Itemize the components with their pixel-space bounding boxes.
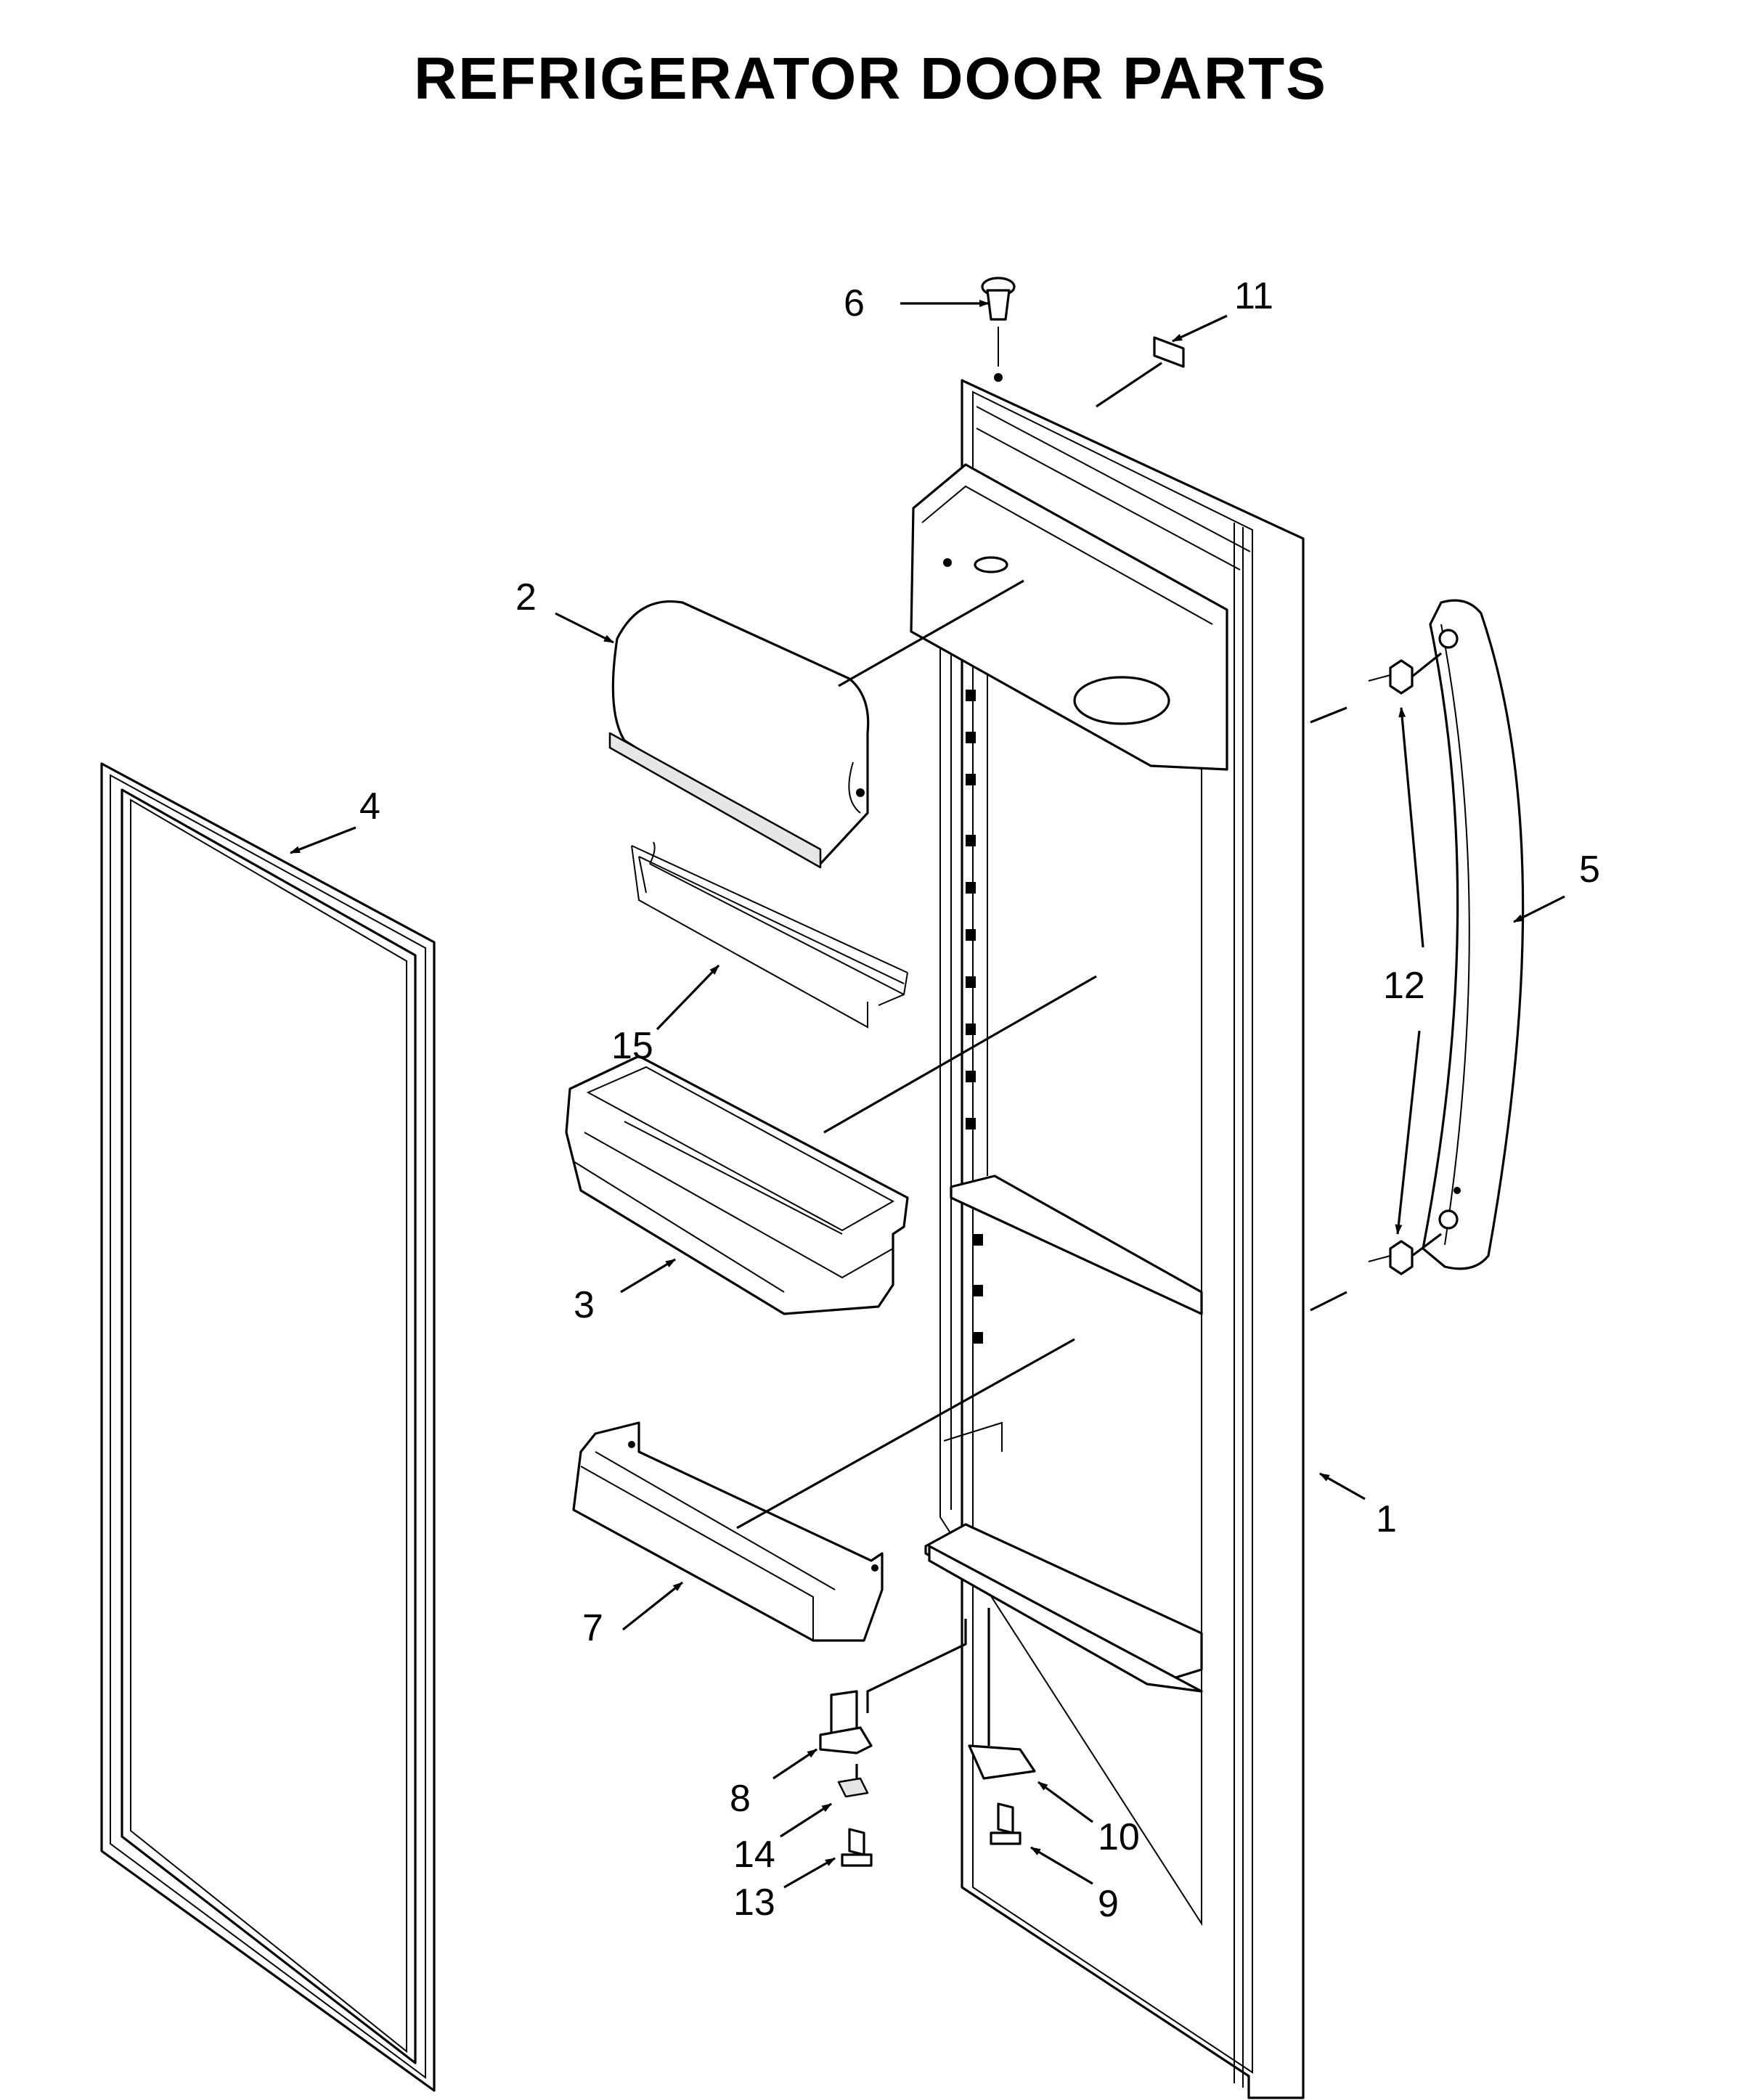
callout-2: 2 (515, 576, 537, 618)
callout-4: 4 (359, 785, 380, 828)
hinge-screw-right (990, 1802, 1022, 1845)
hinge-screw-left (841, 1828, 873, 1867)
callout-9: 9 (1098, 1883, 1119, 1925)
callout-3: 3 (574, 1284, 595, 1326)
callout-6: 6 (844, 282, 865, 324)
callout-15: 15 (611, 1025, 653, 1067)
door-bin-small (572, 1338, 1075, 1642)
callout-7: 7 (582, 1607, 603, 1649)
callout-12: 12 (1383, 965, 1425, 1007)
wire-shelf (631, 841, 908, 1029)
diagram-title: REFRIGERATOR DOOR PARTS (414, 46, 1327, 112)
callout-5: 5 (1579, 849, 1600, 891)
callout-14: 14 (733, 1834, 775, 1876)
hinge-bushing (837, 1764, 869, 1798)
handle-stud-top (1368, 652, 1442, 695)
callout-13: 13 (733, 1882, 775, 1924)
callout-10: 10 (1098, 1816, 1140, 1858)
callout-1: 1 (1376, 1498, 1397, 1540)
door-gasket (100, 762, 436, 2092)
door-label (1096, 336, 1185, 408)
dairy-bin-cover (608, 579, 1024, 869)
hinge-plug (981, 277, 1016, 382)
callout-8: 8 (730, 1778, 751, 1820)
hinge-bracket (968, 1608, 1036, 1780)
callout-11: 11 (1234, 275, 1273, 317)
leader-lines (290, 300, 1565, 1889)
door-bin-large (565, 975, 1097, 1315)
door-handle (1310, 599, 1525, 1312)
shelf-slot-row (966, 690, 983, 1344)
callout-labels: 1 2 3 4 5 6 7 8 9 10 11 12 13 14 15 (359, 275, 1600, 1925)
lower-hinge (819, 1619, 967, 1754)
door-liner (910, 379, 1305, 2099)
handle-stud-bottom (1368, 1233, 1442, 1275)
